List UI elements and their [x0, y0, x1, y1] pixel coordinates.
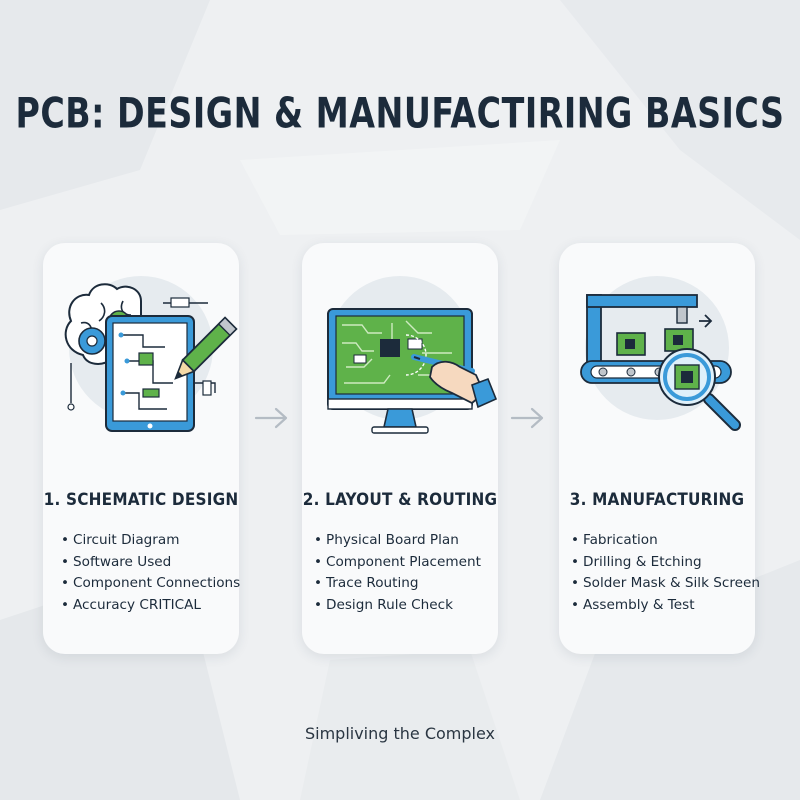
step-bullet-list: Fabrication Drilling & Etching Solder Ma…: [571, 530, 760, 617]
step-bullet-list: Circuit Diagram Software Used Component …: [61, 530, 240, 617]
page-title: PCB: DESIGN & MANUFACTIRING BASICS: [15, 89, 785, 138]
arrow-right-icon: [510, 407, 544, 429]
brain-tablet-schematic-icon: [64, 276, 238, 432]
step-title: 3. MANUFACTURING: [569, 490, 745, 510]
list-item: Trace Routing: [314, 573, 481, 595]
footer-tagline: Simpliving the Complex: [304, 724, 496, 743]
arrow-right-icon: [254, 407, 288, 429]
list-item: Component Placement: [314, 552, 481, 574]
list-item: Fabrication: [571, 530, 760, 552]
step-bullet-list: Physical Board Plan Component Placement …: [314, 530, 481, 617]
list-item: Solder Mask & Silk Screen: [571, 573, 760, 595]
list-item: Component Connections: [61, 573, 240, 595]
list-item: Design Rule Check: [314, 595, 481, 617]
conveyor-magnifier-icon: [580, 276, 741, 431]
step-card-manufacturing: 3. MANUFACTURING Fabrication Drilling & …: [559, 243, 760, 654]
monitor-pcb-pen-icon: [327, 276, 498, 434]
list-item: Physical Board Plan: [314, 530, 481, 552]
list-item: Circuit Diagram: [61, 530, 240, 552]
step-title: 1. SCHEMATIC DESIGN: [43, 490, 239, 510]
list-item: Accuracy CRITICAL: [61, 595, 240, 617]
list-item: Software Used: [61, 552, 240, 574]
step-title: 2. LAYOUT & ROUTING: [302, 490, 498, 510]
step-card-layout: 2. LAYOUT & ROUTING Physical Board Plan …: [302, 243, 498, 654]
list-item: Assembly & Test: [571, 595, 760, 617]
list-item: Drilling & Etching: [571, 552, 760, 574]
step-card-schematic: 1. SCHEMATIC DESIGN Circuit Diagram Soft…: [43, 243, 240, 654]
